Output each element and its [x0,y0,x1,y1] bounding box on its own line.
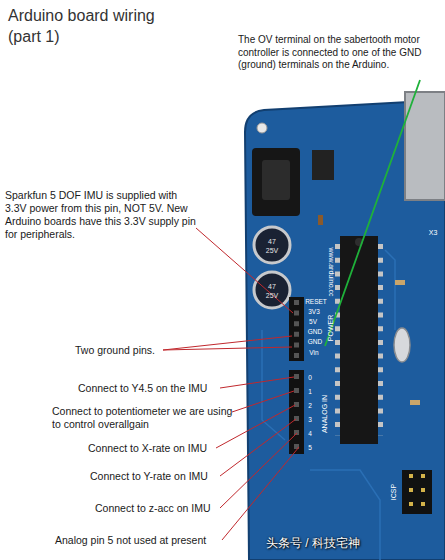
leader-line [222,447,299,540]
part-label: X3 [429,229,438,236]
smd-part [318,215,323,225]
pin-name: RESET [305,299,327,306]
analog-header [289,370,304,454]
pin-note: Connect to potentiometer we are using to… [52,405,234,431]
leader-line [163,347,292,350]
microcontroller-chip [340,236,378,444]
note-text: Sparkfun 5 DOF IMU is supplied with 3.3V… [5,189,199,242]
pin-note: Connect to X-rate on IMU [88,442,207,455]
usb-connector [405,92,445,200]
smd-part [395,280,405,285]
board-trace [262,330,285,440]
capacitor-value: 47 [268,238,276,245]
pin-note: Connect to Y-rate on IMU [90,470,208,483]
power-jack-opening [262,160,290,200]
pin-number: 4 [308,431,312,438]
power-header [289,297,304,361]
pin-name: 3V3 [308,309,320,316]
pin-note: Analog pin 5 not used at present [55,534,206,547]
leader-line [196,228,293,313]
pin-name: Vin [309,350,318,357]
header-label: ICSP [390,484,397,500]
pin-number: 1 [308,389,312,396]
capacitor-value: 25V [266,292,278,299]
pin-number: 0 [308,375,312,382]
watermark: 头条号 / 科技宅神 [266,536,360,551]
capacitor-value: 25V [266,247,278,254]
icsp-pins [409,474,413,512]
pin-name: GND [308,339,322,346]
pin-note: Connect to Y4.5 on the IMU [78,382,207,395]
capacitor [254,272,290,308]
board-trace [385,250,395,330]
leader-line [220,419,296,476]
header-sockets [294,374,299,451]
pin-number: 2 [308,403,312,410]
capacitor-value: 47 [268,283,276,290]
pin-name: 5V [309,319,317,326]
board-url: www.arduino.cc [328,247,335,296]
pin-number: 3 [308,417,312,424]
leader-line [163,336,292,350]
leader-line [220,377,294,388]
leader-line [220,433,297,508]
pin-note: Two ground pins. [75,344,155,357]
pin-note: Connect to z-acc on IMU [95,502,211,515]
note-text: The OV terminal on the sabertooth motor … [238,34,443,72]
crystal [394,328,410,362]
power-jack [252,148,300,216]
icsp-header [402,470,432,514]
ground-leader-line [325,80,420,346]
header-label: POWER [327,315,334,341]
smd-part [410,400,420,405]
voltage-regulator [312,150,334,180]
leader-line [232,391,294,412]
capacitor [254,227,290,263]
diagram-title: Arduino board wiring (part 1) [8,6,178,48]
icsp-pins [421,474,425,512]
pin-number: 5 [308,445,312,452]
mounting-hole [257,123,267,133]
header-label: ANALOG IN [321,395,328,433]
header-sockets [294,300,299,358]
pin-name: GND [308,329,322,336]
